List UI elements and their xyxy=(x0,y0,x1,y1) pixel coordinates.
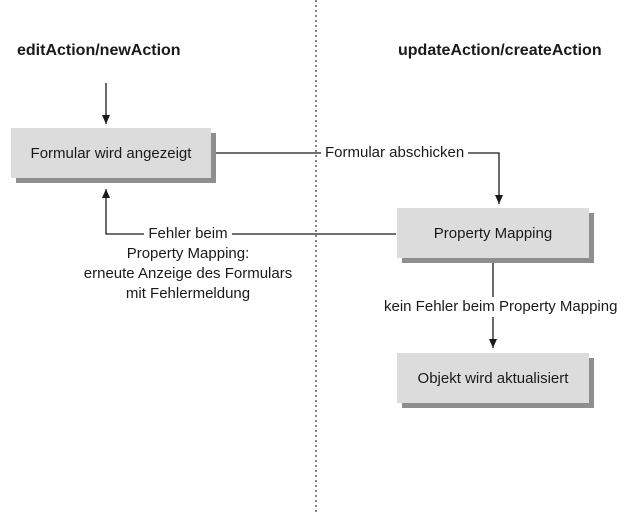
edge-label-submit: Formular abschicken xyxy=(321,143,469,163)
error-arrow xyxy=(102,189,396,235)
node-form-shown: Formular wird angezeigt xyxy=(11,128,211,178)
edge-label-no-error: kein Fehler beim Property Mapping xyxy=(380,297,622,317)
node-form-shown-label: Formular wird angezeigt xyxy=(30,144,192,162)
error-line-4: mit Fehlermeldung xyxy=(125,285,251,302)
heading-left: editAction/newAction xyxy=(17,42,181,59)
node-property-mapping: Property Mapping xyxy=(397,208,589,258)
node-object-updated-label: Objekt wird aktualisiert xyxy=(417,369,569,387)
heading-right: updateAction/createAction xyxy=(398,42,602,59)
error-line-1: Fehler beim xyxy=(144,224,232,244)
edge-label-error: Fehler beim Property Mapping: erneute An… xyxy=(58,224,318,304)
node-object-updated: Objekt wird aktualisiert xyxy=(397,353,589,403)
node-property-mapping-label: Property Mapping xyxy=(433,224,553,242)
error-line-3: erneute Anzeige des Formulars xyxy=(83,265,293,282)
error-line-2: Property Mapping: xyxy=(126,245,250,262)
submit-arrow xyxy=(212,152,503,204)
